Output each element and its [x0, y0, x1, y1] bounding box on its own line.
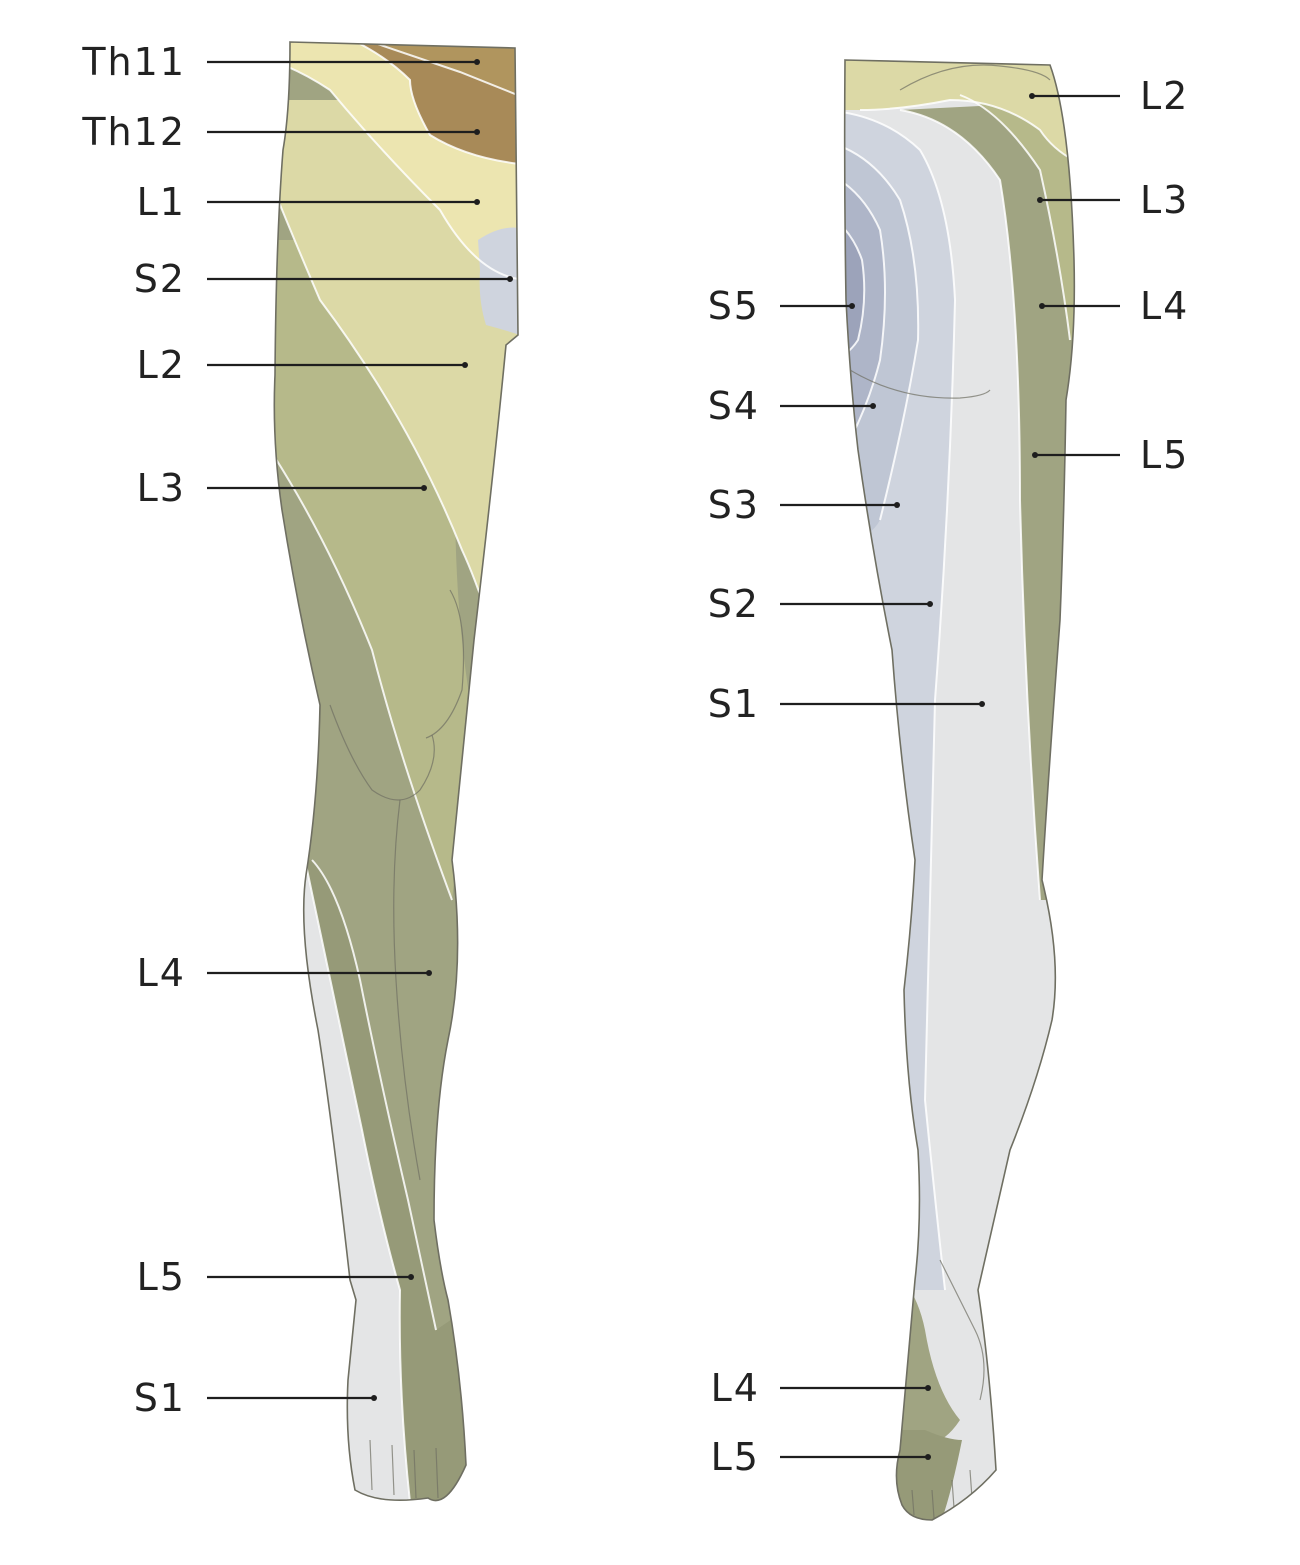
label-s4-posterior: S4 — [708, 384, 876, 428]
leader-dot — [421, 485, 427, 491]
leader-dot — [925, 1385, 931, 1391]
posterior-leg — [843, 59, 1076, 1521]
leader-dot — [849, 303, 855, 309]
label-l5-anterior: L5 — [137, 1255, 414, 1299]
dermatome-l5-anterior — [305, 860, 480, 1501]
dermatome-l4-posterior-thigh — [900, 100, 1075, 900]
label-s1-anterior: S1 — [134, 1376, 377, 1420]
leader-dot — [1037, 197, 1043, 203]
leader-dot — [925, 1454, 931, 1460]
label-l5-posterior: L5 — [1032, 433, 1189, 477]
leader-dot — [474, 199, 480, 205]
label-l4-posterior: L4 — [1039, 284, 1189, 328]
label-text: S1 — [134, 1376, 186, 1420]
leader-dot — [507, 276, 513, 282]
dermatome-l5-posterior-foot — [880, 1430, 962, 1520]
label-l5-posterior-foot: L5 — [711, 1435, 931, 1479]
label-l4-anterior: L4 — [137, 951, 432, 995]
label-s5-posterior: S5 — [708, 284, 855, 328]
label-l1-anterior: L1 — [137, 180, 480, 224]
label-text: L3 — [137, 466, 186, 510]
leader-dot — [474, 129, 480, 135]
label-text: S2 — [134, 257, 186, 301]
leader-dot — [408, 1274, 414, 1280]
label-s2-posterior: S2 — [708, 582, 933, 626]
leader-dot — [462, 362, 468, 368]
label-text: L3 — [1140, 178, 1189, 222]
label-l3-posterior: L3 — [1037, 178, 1189, 222]
label-l4-posterior-foot: L4 — [711, 1366, 931, 1410]
dermatome-l2-anterior — [274, 100, 518, 760]
label-text: L5 — [137, 1255, 186, 1299]
leader-dot — [426, 970, 432, 976]
leader-dot — [474, 59, 480, 65]
label-text: S2 — [708, 582, 760, 626]
label-text: L1 — [137, 180, 186, 224]
label-text: L2 — [137, 343, 186, 387]
leader-dot — [894, 502, 900, 508]
leader-dot — [979, 701, 985, 707]
label-s2-anterior: S2 — [134, 257, 513, 301]
label-s3-posterior: S3 — [708, 483, 900, 527]
label-text: L5 — [1140, 433, 1189, 477]
label-text: L2 — [1140, 74, 1189, 118]
label-text: S4 — [708, 384, 760, 428]
dermatome-l2-posterior — [844, 60, 1075, 170]
label-text: L5 — [711, 1435, 760, 1479]
leader-dot — [1032, 452, 1038, 458]
anterior-leg — [273, 41, 519, 1502]
label-l2-anterior: L2 — [137, 343, 468, 387]
leader-dot — [371, 1395, 377, 1401]
label-text: L4 — [137, 951, 186, 995]
posterior-labels-right: L2 L3 L4 L5 — [1029, 74, 1189, 477]
leader-dot — [927, 601, 933, 607]
leader-dot — [1039, 303, 1045, 309]
anterior-labels: Th11 Th12 L1 S2 L2 L3 — [81, 40, 513, 1420]
dermatome-s2-anterior — [478, 227, 518, 335]
label-th11-anterior: Th11 — [81, 40, 480, 84]
label-s1-posterior: S1 — [708, 682, 985, 726]
dermatome-s5-posterior — [844, 210, 865, 365]
label-l3-anterior: L3 — [137, 466, 427, 510]
label-l2-posterior: L2 — [1029, 74, 1189, 118]
label-text: S5 — [708, 284, 760, 328]
label-th12-anterior: Th12 — [81, 110, 480, 154]
label-text: Th11 — [81, 40, 186, 84]
label-text: L4 — [1140, 284, 1189, 328]
posterior-labels-left: S5 S4 S3 S2 S1 L4 L5 — [708, 284, 985, 1479]
leader-dot — [870, 403, 876, 409]
label-text: S3 — [708, 483, 760, 527]
label-text: L4 — [711, 1366, 760, 1410]
label-text: Th12 — [81, 110, 186, 154]
leader-dot — [1029, 93, 1035, 99]
label-text: S1 — [708, 682, 760, 726]
